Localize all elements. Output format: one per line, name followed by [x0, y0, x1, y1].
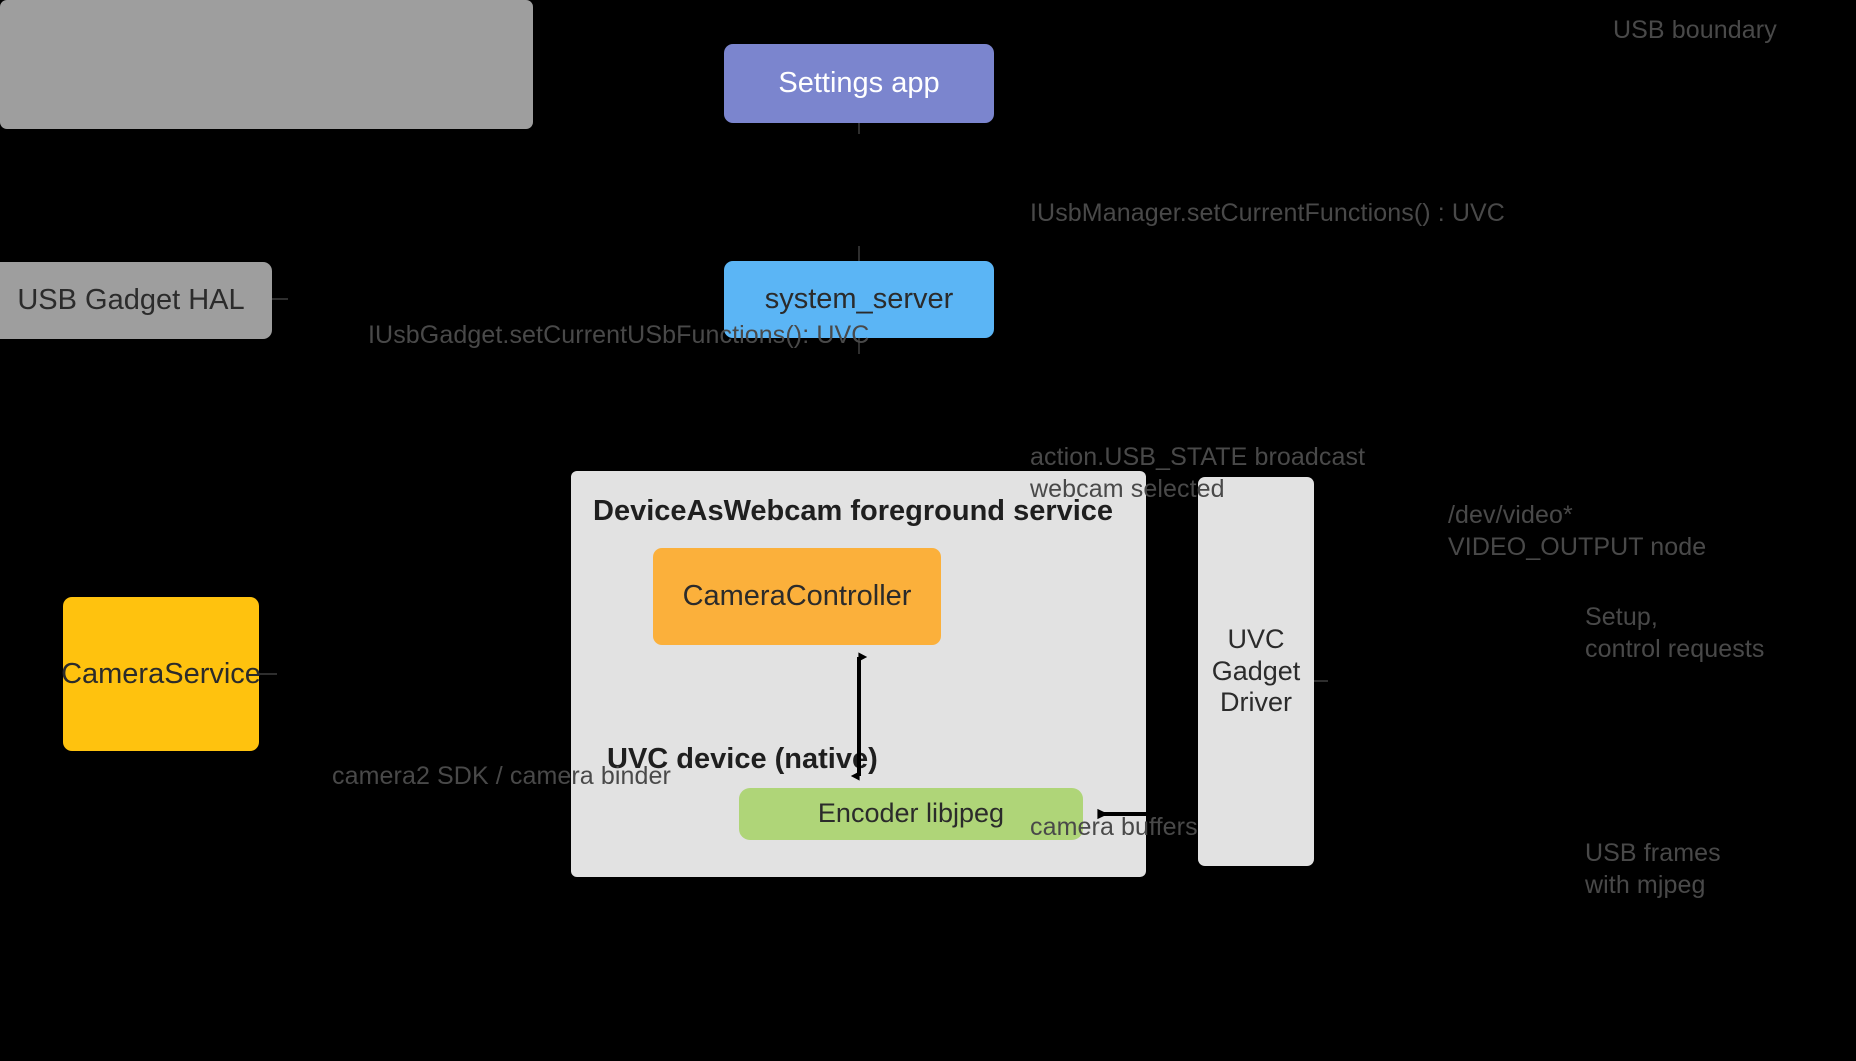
- label-dev-video-node: /dev/video* VIDEO_OUTPUT node: [1448, 501, 1707, 561]
- label-usb-boundary: USB boundary: [1613, 16, 1777, 44]
- container-title-uvc-device-native: UVC device (native): [607, 743, 878, 775]
- connector-camera-service-stub: [259, 673, 277, 675]
- node-encoder-libjpeg[interactable]: Encoder libjpeg: [739, 788, 1083, 840]
- label-iusbgadget-setcurrentusbfunctions: IUsbGadget.setCurrentUSbFunctions(): UVC: [368, 321, 870, 349]
- container-uvc-device-native: [0, 0, 533, 129]
- connector-system-server-top-stub: [858, 246, 860, 262]
- node-usb-gadget-hal[interactable]: USB Gadget HAL: [0, 262, 272, 339]
- node-system-server[interactable]: system_server: [724, 261, 994, 338]
- connector-usb-gadget-hal-stub: [272, 298, 288, 300]
- label-usb-frames-with-mjpeg: USB frames with mjpeg: [1585, 839, 1721, 899]
- node-settings-app[interactable]: Settings app: [724, 44, 994, 123]
- connector-system-server-bottom-stub: [858, 336, 860, 354]
- node-uvc-gadget-driver[interactable]: UVC Gadget Driver: [1198, 477, 1314, 866]
- node-camera-controller[interactable]: CameraController: [653, 548, 941, 645]
- connector-settings-app-stub: [858, 118, 860, 134]
- connector-uvc-gadget-driver-stub: [1314, 680, 1328, 682]
- container-title-device-as-webcam-service: DeviceAsWebcam foreground service: [593, 495, 1114, 527]
- label-iusbmanager-setcurrentfunctions: IUsbManager.setCurrentFunctions() : UVC: [1030, 199, 1505, 227]
- label-setup-control-requests: Setup, control requests: [1585, 603, 1765, 663]
- label-usb-state-broadcast: action.USB_STATE broadcast webcam select…: [1030, 443, 1366, 503]
- node-camera-service[interactable]: CameraService: [61, 597, 261, 751]
- label-camera2-sdk-binder: camera2 SDK / camera binder: [332, 762, 671, 790]
- label-camera-buffers: camera buffers: [1030, 813, 1198, 841]
